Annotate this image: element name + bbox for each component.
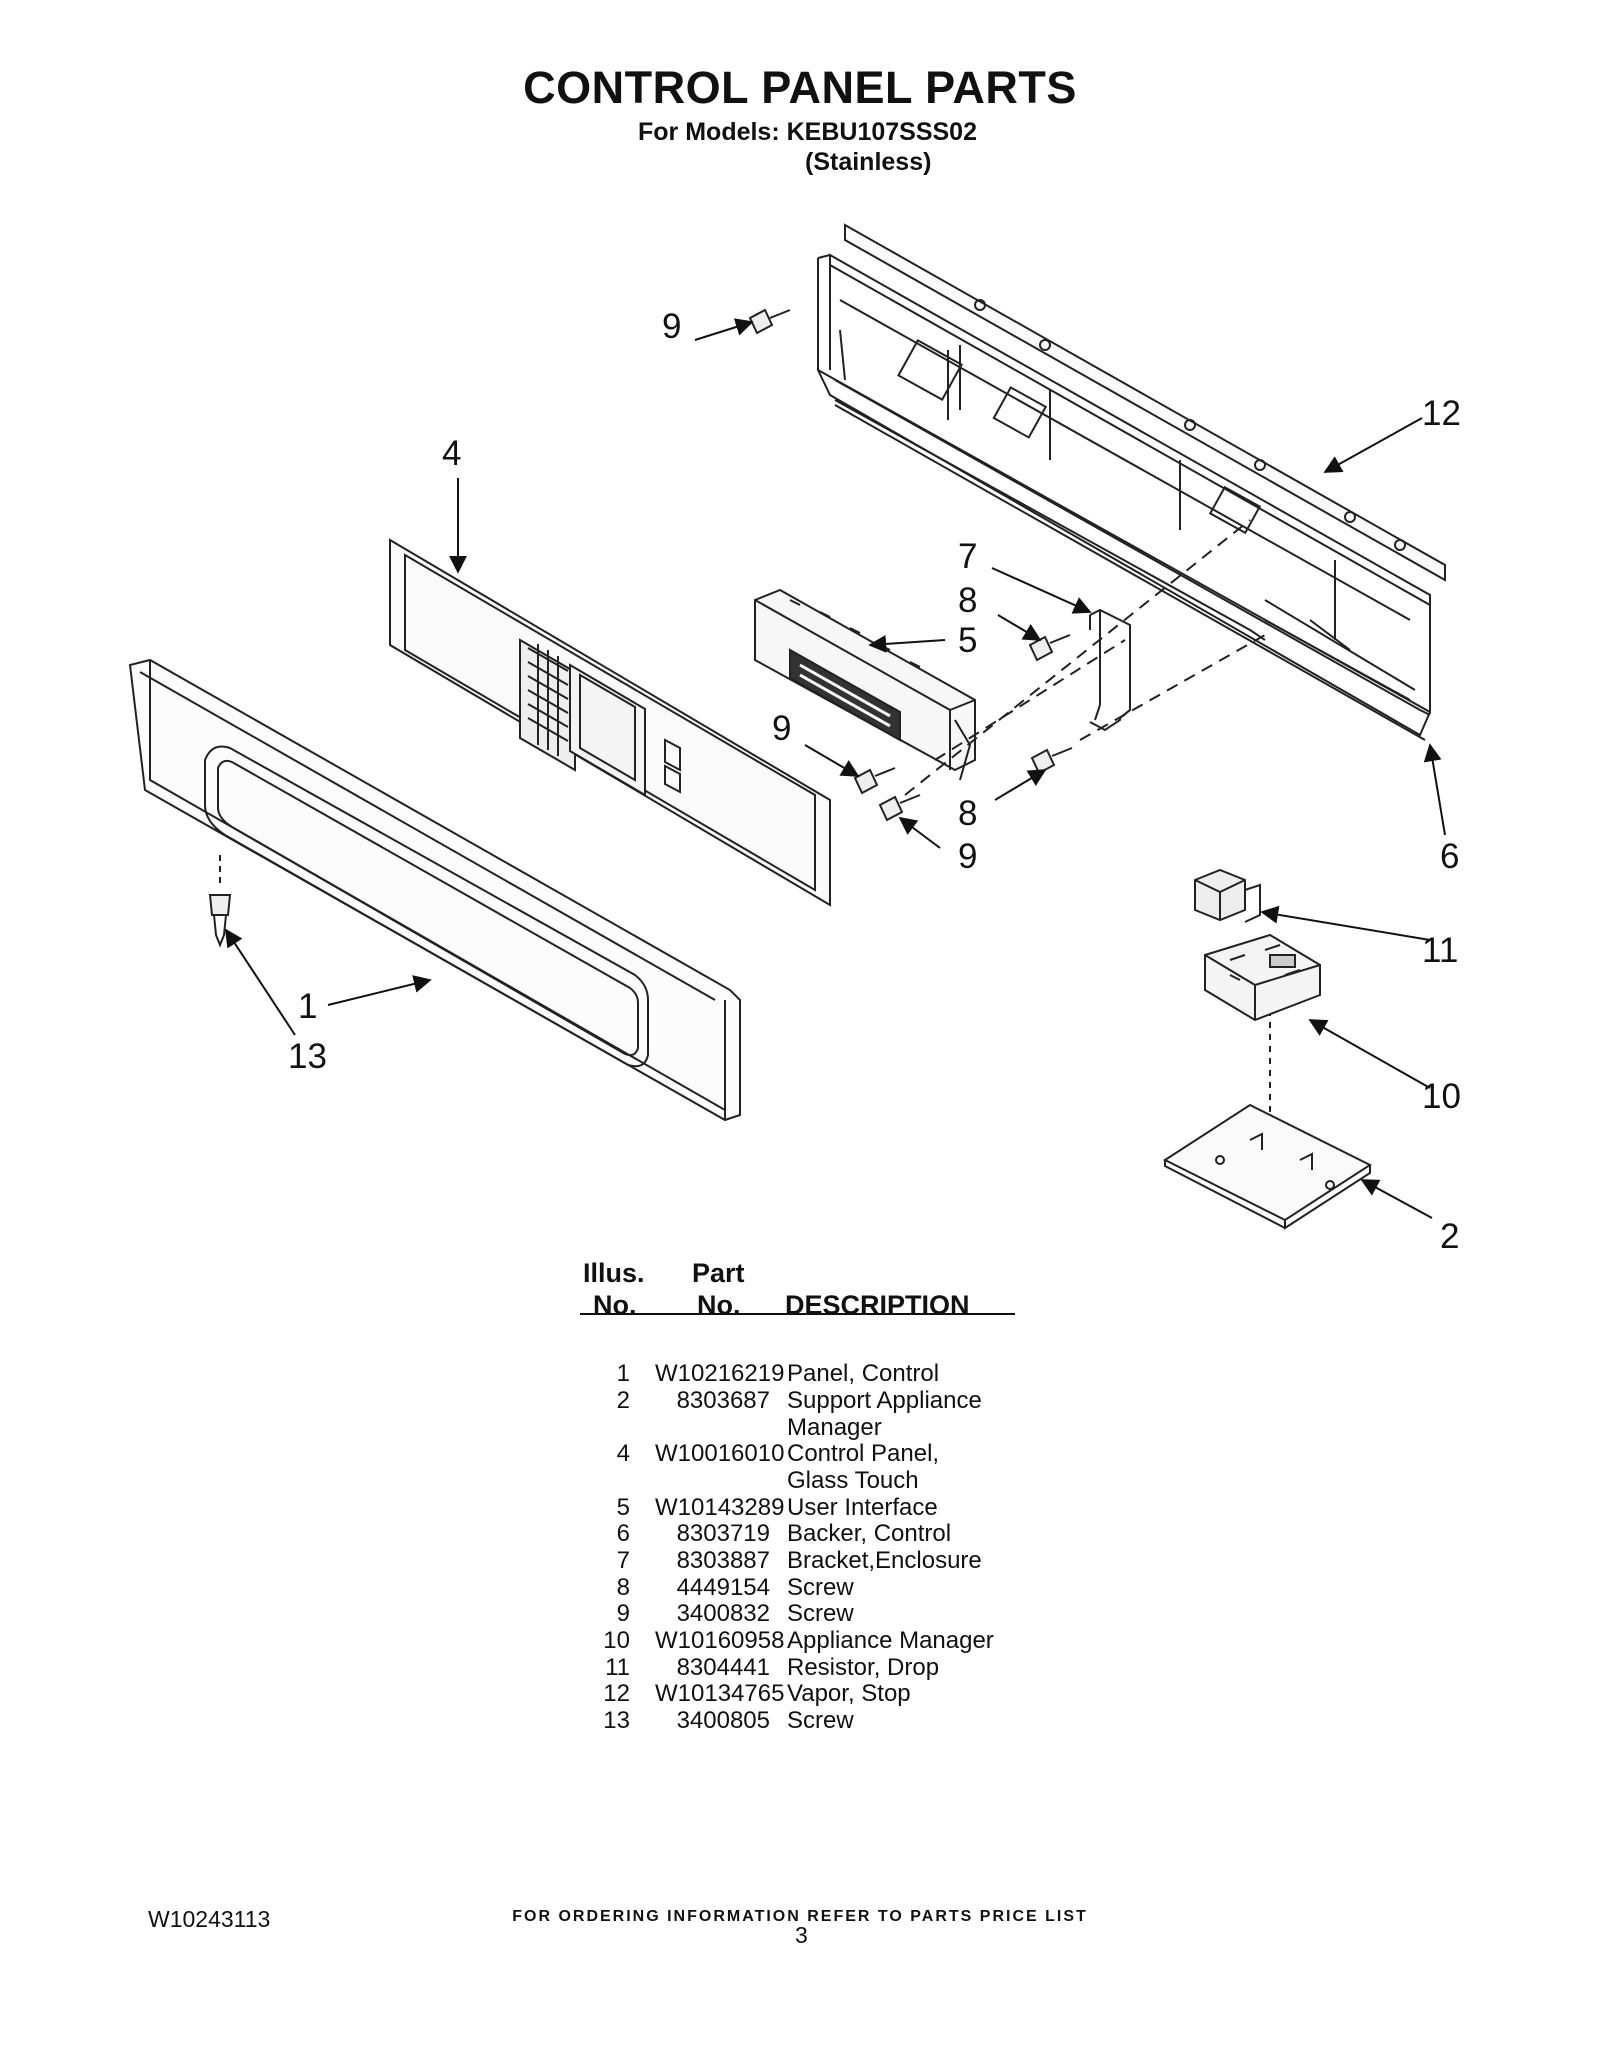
callout-13: 13	[288, 1037, 327, 1076]
illus-header-top: Illus.	[583, 1258, 645, 1288]
callout-2: 2	[1440, 1217, 1459, 1256]
callout-8-bottom: 8	[958, 794, 977, 833]
description-header: DESCRIPTION	[785, 1290, 970, 1320]
user-interface-board-drawing	[754, 588, 976, 781]
part-header-top: Part	[692, 1258, 745, 1288]
callout-9-top: 9	[662, 307, 681, 346]
vapor-stop-and-backer-drawing	[817, 223, 1446, 741]
support-appliance-manager-drawing	[1162, 1103, 1373, 1230]
table-header-rule	[580, 1313, 1015, 1315]
appliance-manager-drawing	[1204, 933, 1321, 1022]
callout-4: 4	[442, 434, 461, 473]
glass-control-panel-drawing	[389, 538, 831, 907]
screws-8-9-drawing	[748, 308, 1073, 822]
callout-5: 5	[958, 621, 977, 660]
callout-6: 6	[1440, 837, 1459, 876]
callout-10: 10	[1422, 1077, 1461, 1116]
screw-13-drawing	[208, 855, 232, 948]
callout-11: 11	[1422, 931, 1458, 970]
ordering-info-note: FOR ORDERING INFORMATION REFER TO PARTS …	[512, 1908, 1088, 1925]
stainless-control-panel-drawing	[128, 658, 741, 1122]
callout-8-top: 8	[958, 581, 977, 620]
callout-12: 12	[1422, 394, 1461, 433]
illus-header-bottom: No.	[593, 1290, 637, 1320]
models-line: For Models: KEBU107SSS02	[638, 118, 977, 146]
callout-9-bottom: 9	[958, 837, 977, 876]
callout-1: 1	[298, 987, 317, 1026]
page-title: CONTROL PANEL PARTS	[523, 62, 1077, 113]
bracket-enclosure-drawing	[1089, 608, 1131, 732]
callout-arrows	[225, 318, 1446, 1219]
exploded-parts-diagram: 9 12 4 7 8 5 9 8 9 6 11 1 13 10 2	[128, 223, 1461, 1256]
callout-9-middle: 9	[772, 709, 791, 748]
resistor-drop-drawing	[1194, 868, 1261, 923]
finish-line: (Stainless)	[805, 148, 932, 176]
page-number: 3	[795, 1922, 808, 1948]
document-number: W10243113	[148, 1906, 271, 1932]
callout-7: 7	[958, 537, 977, 576]
part-header-bottom: No.	[697, 1290, 741, 1320]
